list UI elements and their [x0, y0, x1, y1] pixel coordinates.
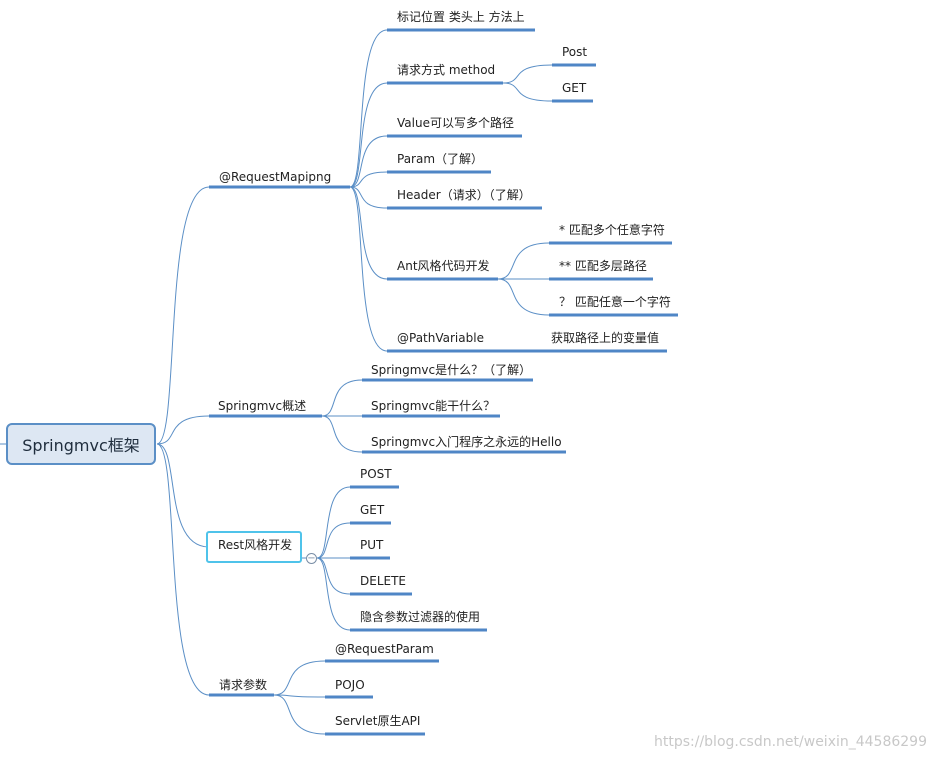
topic-rest-post[interactable]: POST — [360, 467, 392, 481]
connector-hidden-filter — [316, 557, 351, 631]
topic-hello-program[interactable]: Springmvc入门程序之永远的Hello — [371, 435, 562, 449]
connector-pojo — [273, 694, 326, 698]
connector-path-variable — [349, 186, 388, 352]
connector-request-method — [349, 82, 388, 188]
connector-mark-position — [349, 29, 388, 188]
topic-what-can-springmvc[interactable]: Springmvc能干什么？ — [371, 399, 496, 413]
watermark-text: https://blog.csdn.net/weixin_44586299 — [653, 734, 927, 750]
root-node[interactable]: Springmvc框架 — [6, 423, 156, 465]
topic-request-params[interactable]: 请求参数 — [219, 678, 268, 692]
connector-ant-multi-char — [497, 242, 550, 280]
connector-what-is — [321, 379, 363, 417]
connector-method-get — [502, 82, 553, 102]
connector-ant-single-char — [497, 278, 550, 316]
connector-rest-get — [316, 522, 351, 559]
topic-rest-delete[interactable]: DELETE — [360, 574, 407, 588]
connector-rest-delete — [316, 557, 351, 595]
topic-rest-style[interactable]: Rest风格开发 — [218, 538, 293, 552]
connector-servlet-api — [273, 694, 326, 735]
topic-method-get[interactable]: GET — [562, 81, 587, 95]
root-label: Springmvc框架 — [22, 436, 140, 455]
connector-root-request-mapping — [156, 186, 210, 445]
connector-header — [349, 186, 388, 209]
connector-value-paths — [349, 135, 388, 188]
connector-param — [349, 171, 388, 188]
connector-method-post — [502, 64, 553, 84]
topic-hidden-filter[interactable]: 隐含参数过滤器的使用 — [360, 610, 481, 624]
topic-pojo[interactable]: POJO — [335, 678, 365, 692]
topic-ant-style[interactable]: Ant风格代码开发 — [397, 259, 490, 273]
collapse-toggle-icon[interactable]: − — [306, 552, 317, 564]
connector-rest-post — [316, 486, 351, 559]
topic-rest-put[interactable]: PUT — [360, 538, 384, 552]
connector-request-param — [273, 660, 326, 696]
topic-method-post[interactable]: Post — [562, 45, 588, 59]
topic-rest-get[interactable]: GET — [360, 503, 385, 517]
topic-value-paths[interactable]: Value可以写多个路径 — [397, 116, 514, 130]
connector-root-rest — [156, 443, 210, 548]
connector-hello — [321, 415, 363, 453]
connector-ant-style — [349, 186, 388, 280]
topic-ant-multi-path[interactable]: ** 匹配多层路径 — [559, 259, 647, 273]
topic-param[interactable]: Param（了解） — [397, 152, 484, 166]
topic-request-mapping[interactable]: @RequestMapipng — [219, 170, 332, 184]
connector-root-overview — [156, 415, 210, 445]
topic-path-variable-desc[interactable]: 获取路径上的变量值 — [551, 331, 660, 345]
topic-path-variable[interactable]: @PathVariable — [397, 331, 484, 345]
selected-node-outline — [206, 531, 302, 563]
topic-springmvc-overview[interactable]: Springmvc概述 — [218, 399, 307, 413]
topic-ant-single-char[interactable]: ？ 匹配任意一个字符 — [559, 295, 671, 309]
topic-ant-multi-char[interactable]: * 匹配多个任意字符 — [559, 223, 665, 237]
topic-mark-position[interactable]: 标记位置 类头上 方法上 — [397, 10, 525, 24]
topic-servlet-api[interactable]: Servlet原生API — [335, 714, 421, 728]
topic-request-method[interactable]: 请求方式 method — [397, 63, 496, 77]
connector-root-request-params — [156, 443, 210, 696]
topic-request-param[interactable]: @RequestParam — [335, 642, 434, 656]
topic-header[interactable]: Header（请求）（了解） — [397, 188, 531, 202]
topic-what-is-springmvc[interactable]: Springmvc是什么？（了解） — [371, 363, 532, 377]
